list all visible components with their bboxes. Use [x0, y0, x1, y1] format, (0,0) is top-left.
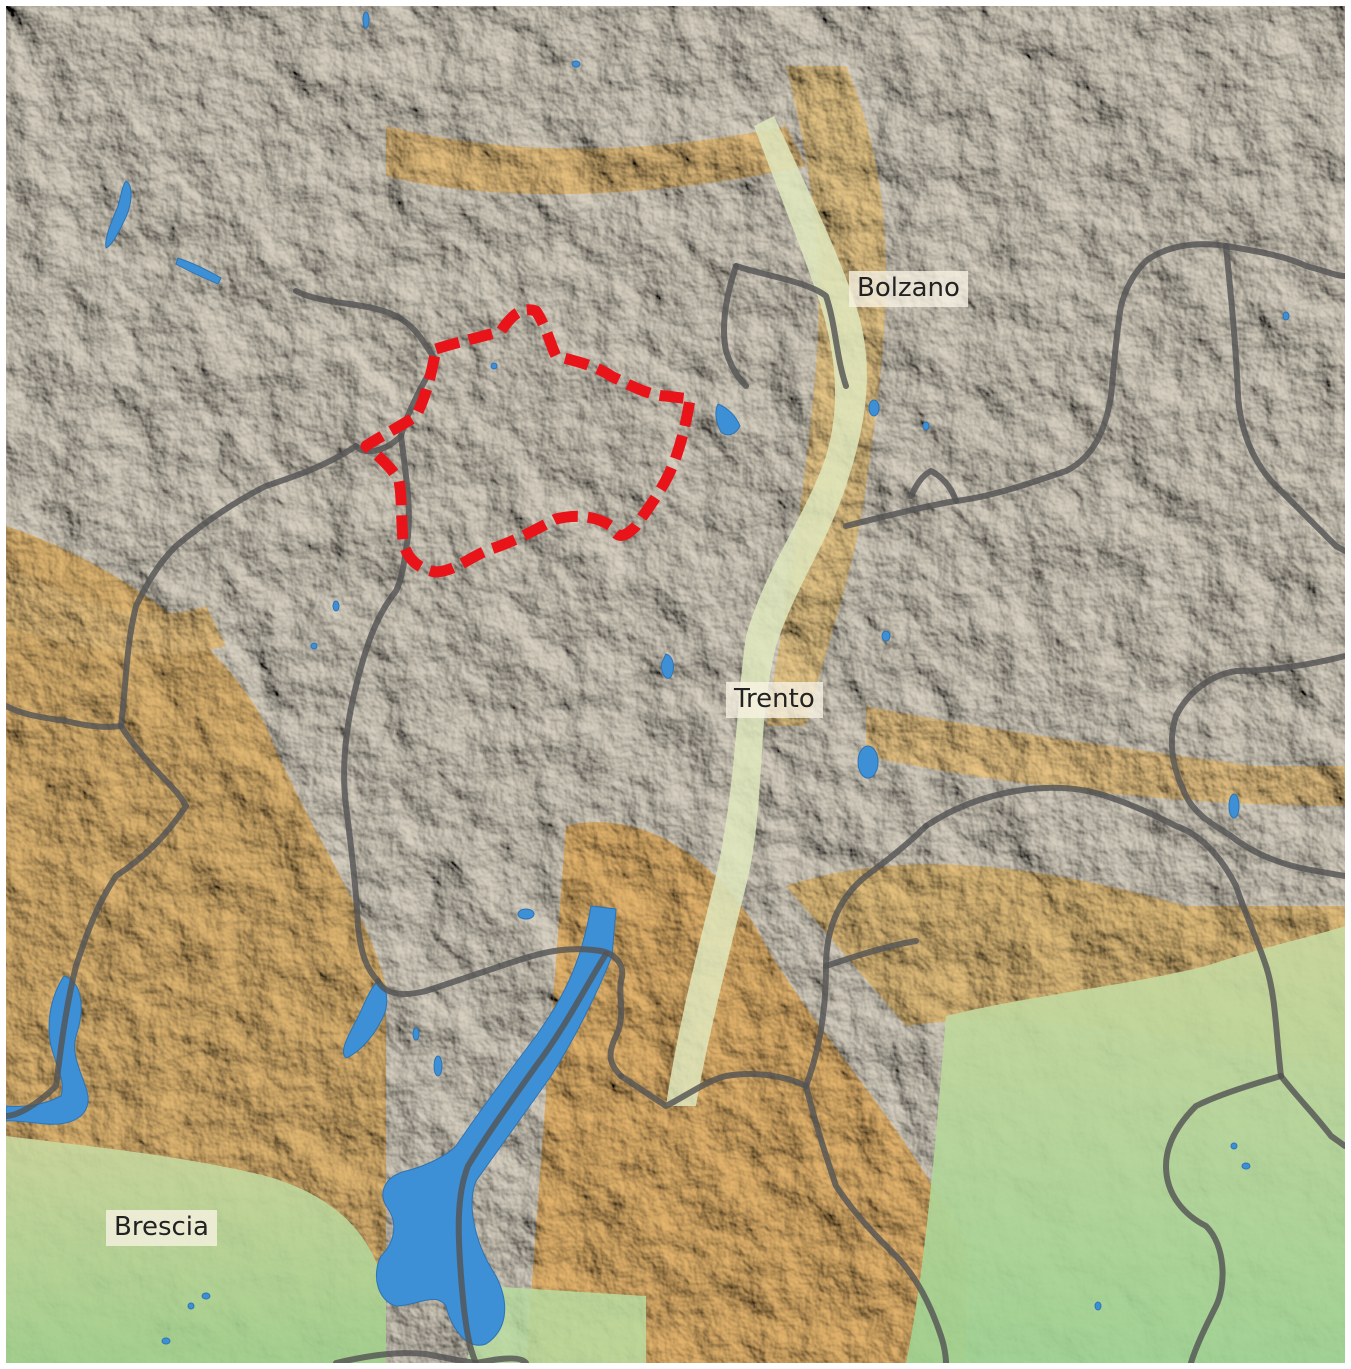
border-layer [6, 241, 1345, 1363]
terrain-map [6, 6, 1345, 1363]
lowland-layer [6, 116, 1345, 1363]
terrain-layer [6, 6, 1345, 1363]
study-area-outline [360, 304, 696, 578]
city-label-brescia: Brescia [106, 1210, 217, 1246]
lake-iseo [342, 980, 388, 1059]
city-label-trento: Trento [726, 682, 823, 718]
city-label-bolzano: Bolzano [849, 271, 968, 307]
map-canvas: Bolzano Trento Brescia [6, 6, 1345, 1363]
